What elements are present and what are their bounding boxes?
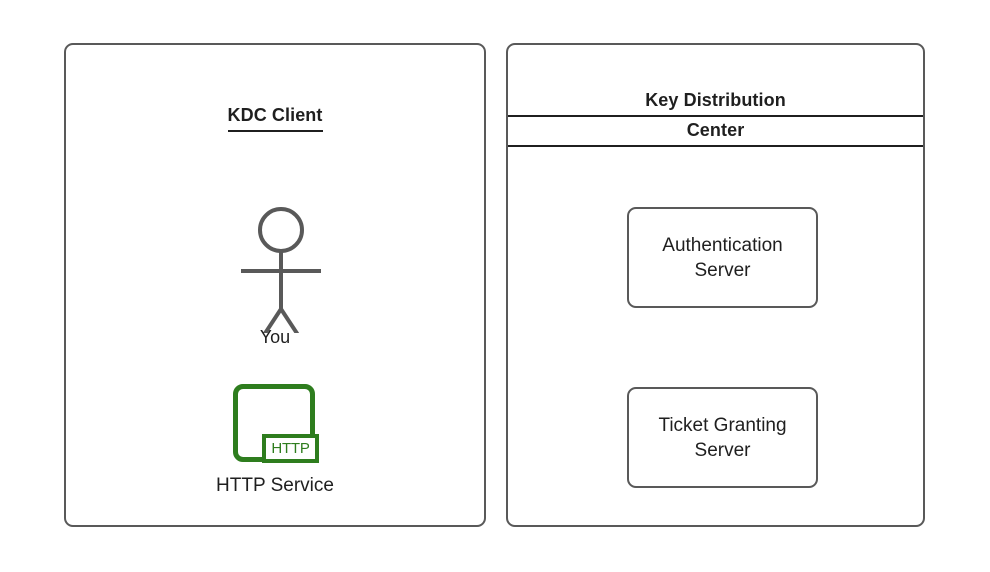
ticket-granting-server-label: Ticket Granting Server <box>658 413 786 463</box>
kdc-client-title-text: KDC Client <box>227 102 323 132</box>
kdc-title-line-2: Center <box>508 117 923 147</box>
figure-leg-left <box>262 307 283 333</box>
http-service-icon: HTTP <box>233 384 319 466</box>
ticket-granting-server-box[interactable]: Ticket Granting Server <box>627 387 818 488</box>
authentication-server-line-2: Server <box>694 259 751 281</box>
kdc-client-title: KDC Client <box>66 102 484 132</box>
authentication-server-box[interactable]: Authentication Server <box>627 207 818 308</box>
http-service-label: HTTP Service <box>216 475 334 496</box>
authentication-server-label: Authentication Server <box>662 233 782 283</box>
http-badge-label: HTTP <box>262 434 319 463</box>
ticket-granting-server-line-1: Ticket Granting <box>658 414 787 436</box>
kdc-title-line-1: Key Distribution <box>508 87 923 117</box>
ticket-granting-server-line-2: Server <box>694 439 751 461</box>
kdc-client-panel: KDC Client You HTTP HTTP Service <box>64 43 486 527</box>
actor-label: You <box>259 327 291 347</box>
key-distribution-center-panel: Key Distribution Center Authentication S… <box>506 43 925 527</box>
kdc-panel-title: Key Distribution Center <box>508 87 923 147</box>
figure-head <box>258 207 304 253</box>
figure-leg-right <box>279 307 300 333</box>
authentication-server-line-1: Authentication <box>662 234 783 256</box>
stick-figure-icon <box>221 163 341 333</box>
